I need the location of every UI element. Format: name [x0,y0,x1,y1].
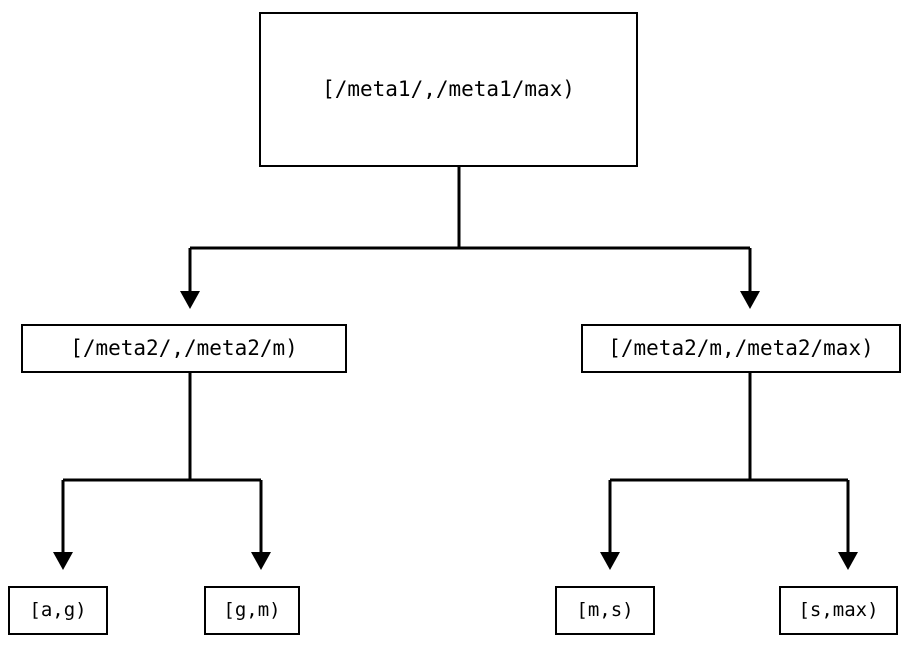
tree-node-root[interactable]: [/meta1/,/meta1/max) [259,12,638,167]
tree-node-mid-left[interactable]: [/meta2/,/meta2/m) [21,324,347,373]
tree-node-leaf-a-g-label: [a,g) [29,599,87,621]
arrowhead-to-leaf-g-m [251,552,271,570]
arrowhead-to-leaf-a-g [53,552,73,570]
arrowhead-to-mid-left [180,291,200,309]
tree-node-leaf-s-max[interactable]: [s,max) [779,586,898,635]
arrowhead-to-leaf-m-s [600,552,620,570]
arrowhead-to-mid-right [740,291,760,309]
tree-node-leaf-m-s[interactable]: [m,s) [555,586,655,635]
edge-root-to-mid-level [188,167,752,292]
edge-midright-to-leaves [608,373,850,553]
arrowhead-to-leaf-s-max [838,552,858,570]
tree-node-root-label: [/meta1/,/meta1/max) [322,77,575,101]
tree-node-mid-right-label: [/meta2/m,/meta2/max) [608,336,874,360]
tree-node-mid-left-label: [/meta2/,/meta2/m) [70,336,298,360]
tree-node-leaf-m-s-label: [m,s) [576,599,634,621]
edge-midleft-to-leaves [61,373,263,553]
tree-node-leaf-a-g[interactable]: [a,g) [8,586,108,635]
tree-node-leaf-g-m[interactable]: [g,m) [204,586,300,635]
tree-node-leaf-s-max-label: [s,max) [798,599,879,621]
tree-node-mid-right[interactable]: [/meta2/m,/meta2/max) [581,324,901,373]
tree-node-leaf-g-m-label: [g,m) [223,599,281,621]
